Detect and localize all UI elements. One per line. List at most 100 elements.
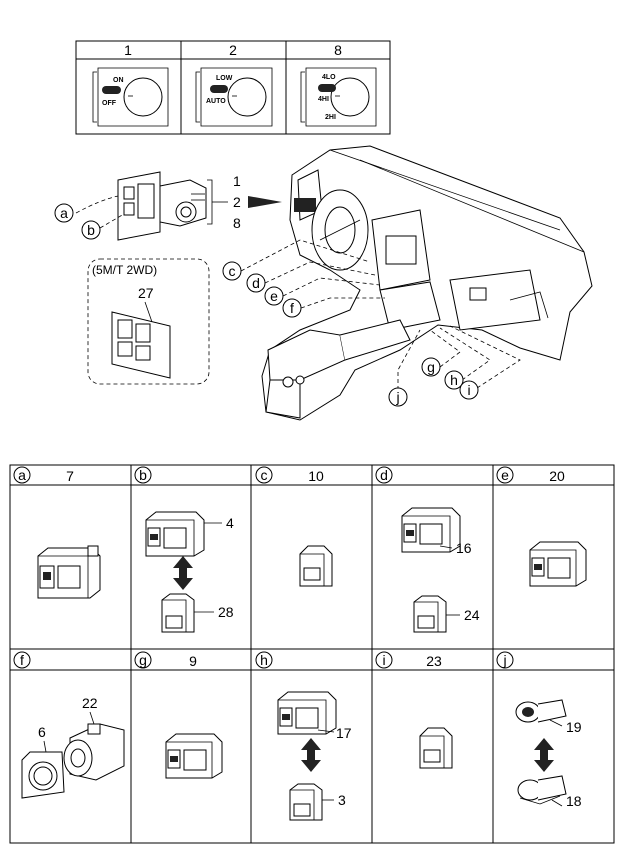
blank-plate-27 <box>111 301 171 379</box>
table-header-8: 8 <box>334 42 342 58</box>
svg-text:g: g <box>139 652 147 668</box>
part-number-18: 18 <box>566 793 582 809</box>
callout-8: 8 <box>233 215 241 231</box>
double-arrow-icon-3 <box>534 738 554 772</box>
part-7-switch <box>37 545 101 599</box>
svg-text:e: e <box>501 467 509 483</box>
callout-f: f <box>282 298 302 318</box>
part-number-6: 6 <box>38 724 46 740</box>
svg-text:20: 20 <box>549 468 565 484</box>
svg-text:f: f <box>20 652 24 668</box>
option-box <box>87 258 210 385</box>
switch8-label-4hi: 4HI <box>318 96 329 103</box>
svg-text:e: e <box>270 288 278 304</box>
cell-header-i: i 23 <box>375 651 442 669</box>
part-number-4: 4 <box>226 515 234 531</box>
switch-assembly <box>75 171 207 241</box>
table-header-1: 1 <box>124 42 132 58</box>
part-9-switch <box>165 733 223 779</box>
part-16-switch <box>401 507 461 553</box>
table-header-2: 2 <box>229 42 237 58</box>
callout-i: i <box>459 380 479 400</box>
cell-header-j: j <box>496 651 514 669</box>
switch1-label-on: ON <box>113 77 124 84</box>
svg-text:h: h <box>260 652 268 668</box>
svg-text:b: b <box>87 222 95 238</box>
svg-text:c: c <box>261 467 268 483</box>
svg-text:9: 9 <box>189 653 197 669</box>
part-number-16: 16 <box>456 540 472 556</box>
svg-text:j: j <box>395 389 399 405</box>
switch8-label-2hi: 2HI <box>325 114 336 121</box>
bracket <box>207 179 213 225</box>
svg-text:i: i <box>382 652 385 668</box>
callout-2: 2 <box>233 194 241 210</box>
svg-text:a: a <box>18 467 26 483</box>
svg-text:c: c <box>229 263 236 279</box>
cell-header-c: c 10 <box>255 466 324 484</box>
double-arrow-icon <box>173 556 193 590</box>
callout-a: a <box>54 203 74 223</box>
cell-header-f: f <box>13 651 31 669</box>
part-10-blank <box>299 545 333 587</box>
callout-1: 1 <box>233 173 241 189</box>
switch2-label-auto: AUTO <box>206 98 226 105</box>
switch-face-2: LOW AUTO <box>195 67 273 127</box>
parts-grid <box>9 464 615 844</box>
part-4-switch <box>145 511 222 557</box>
callout-c: c <box>222 261 242 281</box>
switch8-label-4lo: 4LO <box>322 74 336 81</box>
part-23-blank <box>419 727 453 769</box>
callout-e: e <box>264 286 284 306</box>
part-17-switch <box>277 691 337 735</box>
arrow-icon <box>248 196 282 208</box>
option-part-27: 27 <box>138 285 154 301</box>
part-number-19: 19 <box>566 719 582 735</box>
svg-text:d: d <box>252 275 260 291</box>
part-number-28: 28 <box>218 604 234 620</box>
double-arrow-icon-2 <box>301 738 321 772</box>
svg-text:23: 23 <box>426 653 442 669</box>
part-22-socket <box>63 723 125 781</box>
part-6-bezel <box>21 751 65 799</box>
svg-text:b: b <box>139 467 147 483</box>
cell-header-b: b <box>134 466 152 484</box>
part-number-24: 24 <box>464 607 480 623</box>
callout-d: d <box>246 273 266 293</box>
part-number-22: 22 <box>82 695 98 711</box>
part-3-blank <box>289 783 334 821</box>
svg-text:f: f <box>290 300 294 316</box>
switch-variant-table: 1 2 8 ON OFF LOW AUTO 4 <box>75 40 391 135</box>
svg-text:d: d <box>380 467 388 483</box>
part-18-socket <box>517 775 567 807</box>
svg-text:10: 10 <box>308 468 324 484</box>
cell-header-h: h <box>255 651 273 669</box>
option-box-title: (5M/T 2WD) <box>92 263 157 277</box>
part-20-switch <box>529 541 587 587</box>
svg-text:i: i <box>467 382 470 398</box>
part-number-17: 17 <box>336 725 352 741</box>
svg-text:j: j <box>502 652 506 668</box>
part-number-3: 3 <box>338 792 346 808</box>
svg-text:h: h <box>450 372 458 388</box>
part-19-lighter <box>515 699 567 727</box>
part-24-blank <box>413 595 460 633</box>
callout-g: g <box>421 357 441 377</box>
callout-b: b <box>81 220 101 240</box>
dashboard-illustration <box>261 145 593 421</box>
callout-h: h <box>444 370 464 390</box>
svg-text:a: a <box>60 205 68 221</box>
switch1-label-off: OFF <box>102 100 117 107</box>
part-28-blank <box>161 593 214 633</box>
svg-text:7: 7 <box>66 468 74 484</box>
switch-face-8: 4LO 4HI 2HI <box>300 67 377 127</box>
callout-j: j <box>388 387 408 407</box>
cell-header-d: d <box>375 466 393 484</box>
switch-face-1: ON OFF <box>92 67 169 127</box>
switch2-label-low: LOW <box>216 75 233 82</box>
svg-text:g: g <box>427 359 435 375</box>
cell-header-e: e 20 <box>496 466 565 484</box>
